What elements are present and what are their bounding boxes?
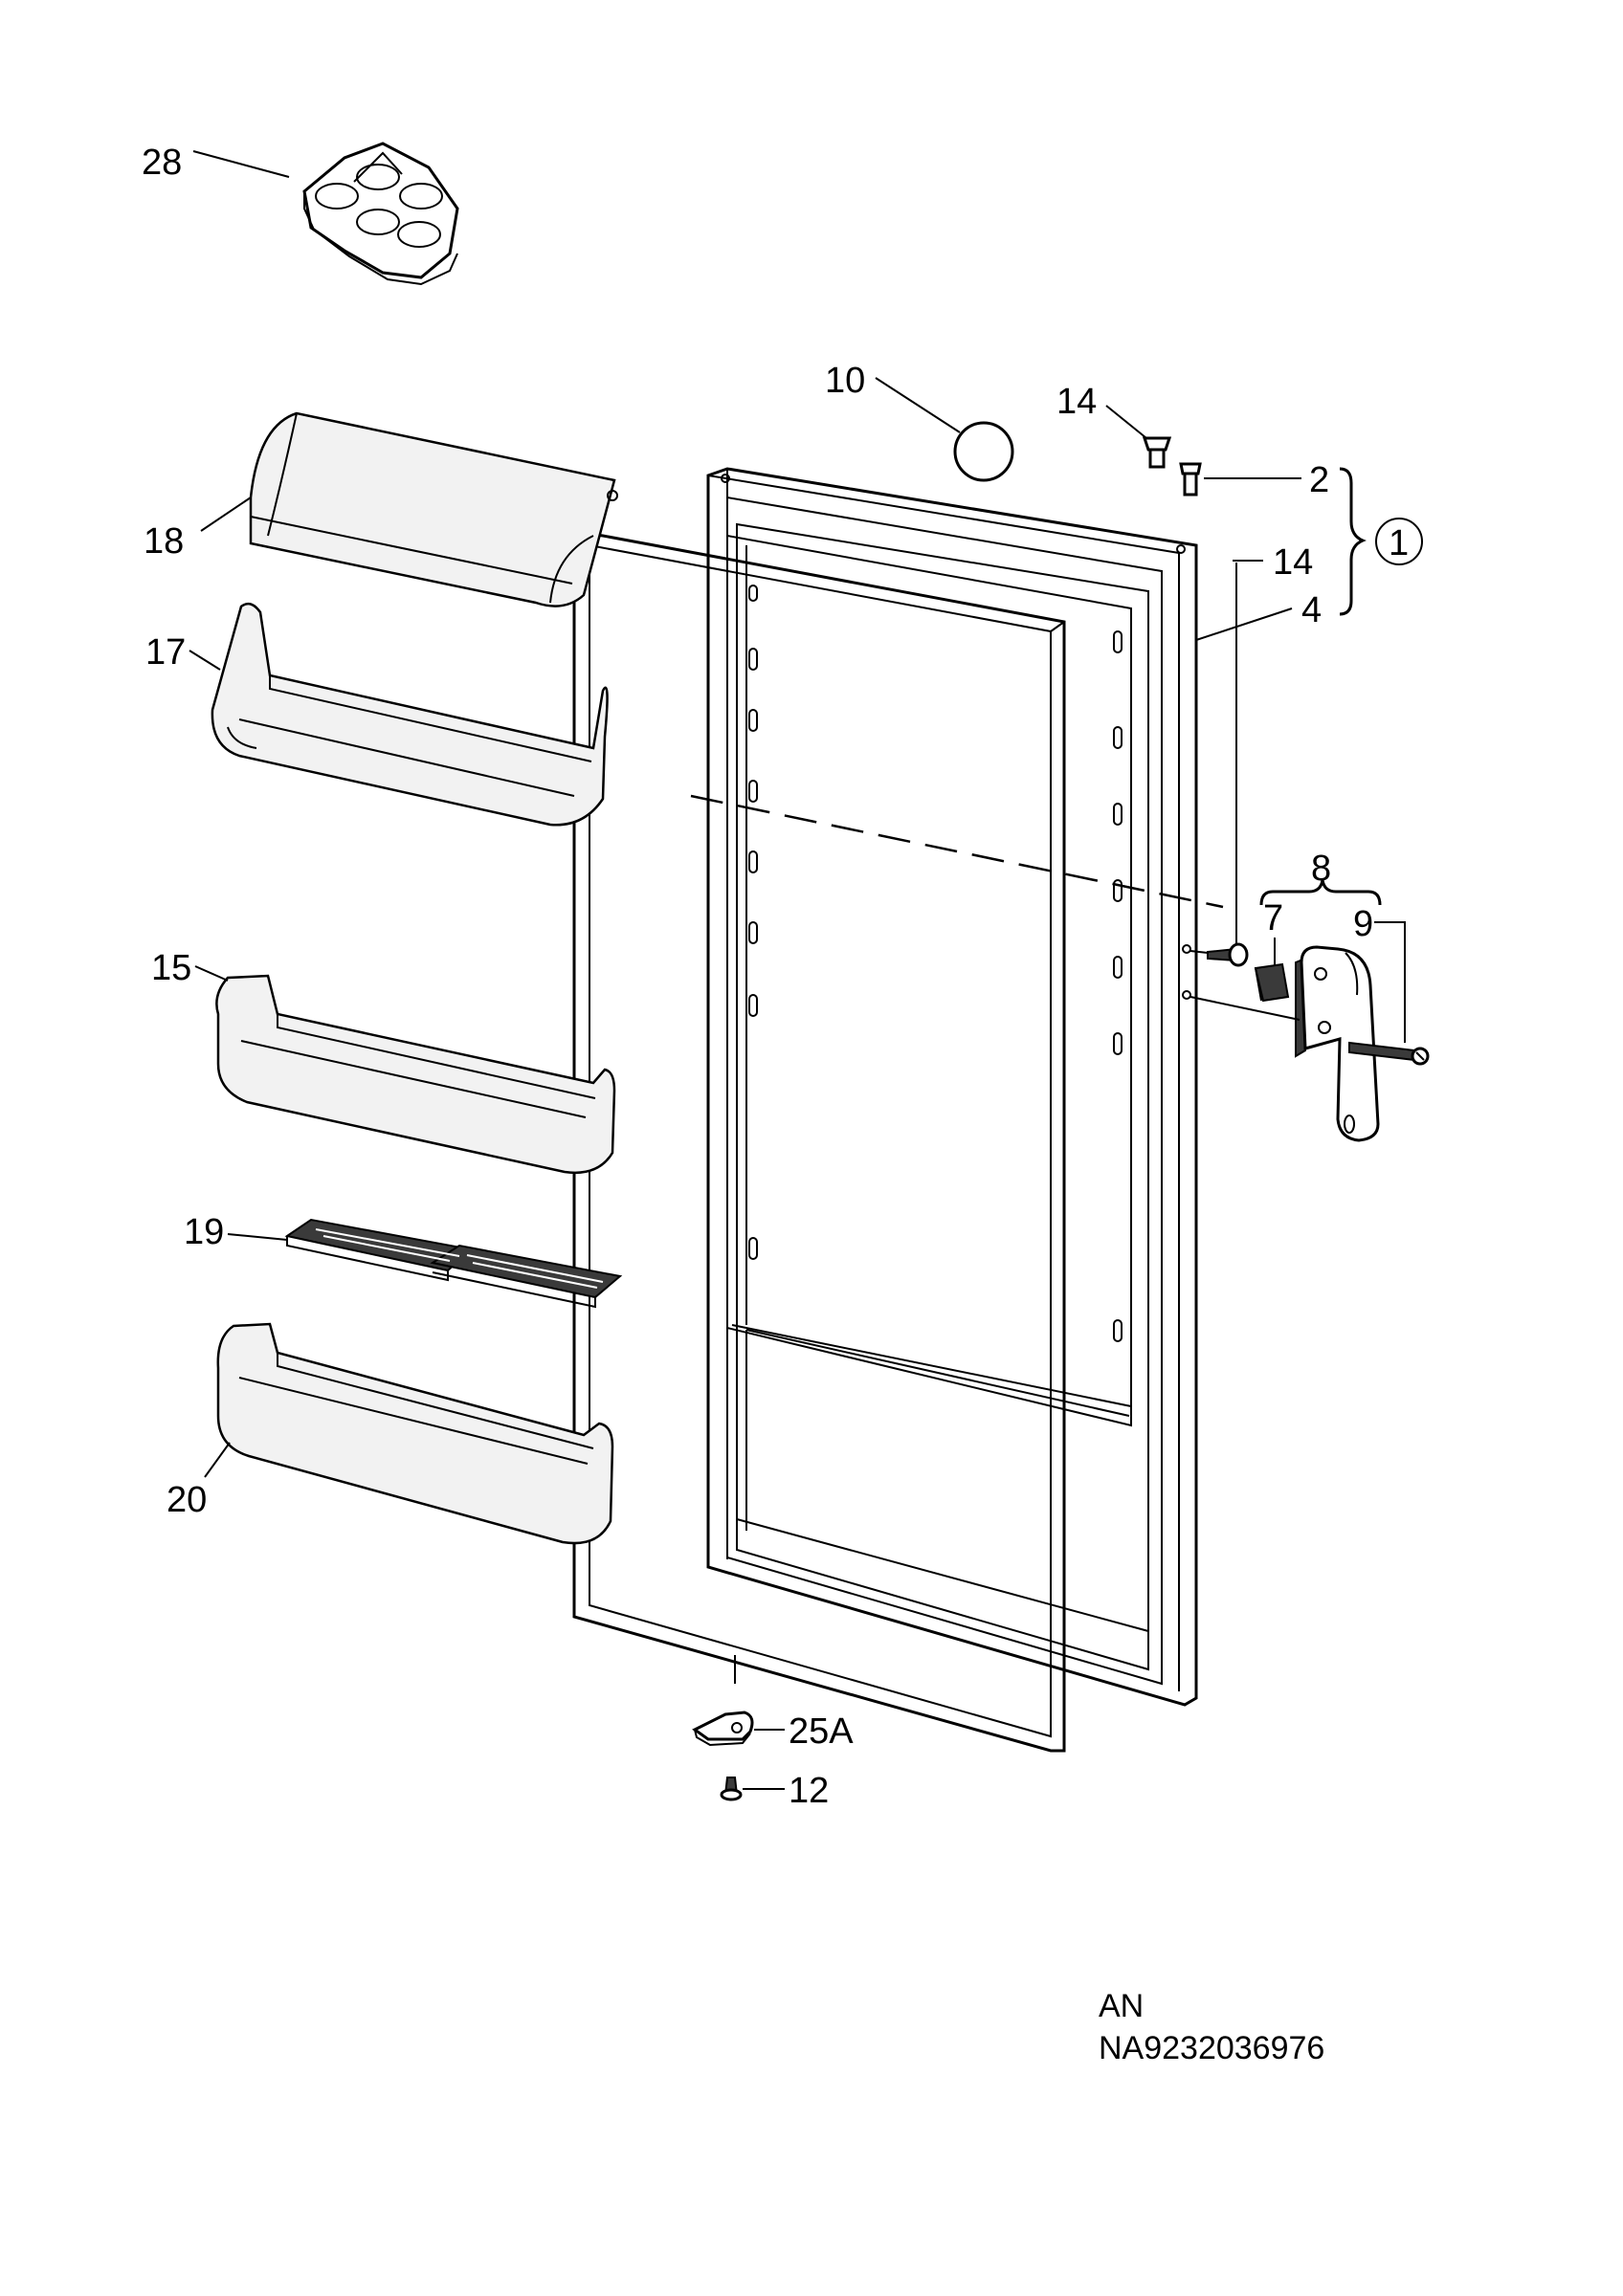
part-19-bottle-rack [284, 1218, 623, 1309]
part-12-screw [720, 1777, 743, 1801]
drawing-code-line1: AN [1099, 1988, 1144, 2024]
label-15: 15 [151, 948, 191, 988]
brace-8-icon [1259, 879, 1382, 906]
part-25a-lower-hinge-plate [692, 1711, 754, 1747]
leader-17 [189, 650, 221, 671]
part-28-egg-tray [302, 142, 459, 286]
part-2-pin [1179, 462, 1202, 497]
leader-19 [227, 1233, 288, 1241]
label-14-top: 14 [1056, 382, 1097, 422]
leader-14-top [1105, 405, 1147, 439]
part-18-dairy-compartment-lid [249, 411, 618, 607]
label-18: 18 [144, 521, 184, 562]
label-7: 7 [1263, 898, 1283, 938]
part-17-upper-door-shelf [211, 602, 609, 827]
alignment-dashed-line [690, 794, 1224, 909]
label-1: 1 [1389, 523, 1409, 563]
part-15-middle-door-shelf [215, 974, 616, 1175]
part-7-handle-clip [1254, 962, 1290, 1003]
label-12: 12 [789, 1771, 829, 1811]
part-9-screw [1348, 1041, 1430, 1066]
leader-28 [192, 150, 290, 178]
label-25a: 25A [789, 1711, 854, 1752]
part-14-hinge-pin-top [1142, 436, 1172, 469]
part-8-door-handle [1295, 945, 1380, 1142]
right-brace-icon [1339, 467, 1367, 616]
part-20-bottom-door-shelf [216, 1322, 614, 1545]
label-2: 2 [1309, 460, 1329, 500]
part-14-handle-screw [1207, 942, 1249, 967]
leader-18 [200, 497, 252, 532]
circled-number-icon [1375, 518, 1423, 565]
label-8: 8 [1311, 849, 1331, 889]
label-17: 17 [145, 632, 186, 673]
door-outer-panel [706, 467, 1198, 1707]
leader-9 [1374, 921, 1406, 1043]
label-4: 4 [1301, 590, 1322, 630]
label-20: 20 [167, 1480, 207, 1520]
leader-10 [875, 377, 961, 433]
part-10-plug [953, 421, 1014, 482]
label-9: 9 [1353, 904, 1373, 944]
leader-15 [194, 965, 229, 982]
label-19: 19 [184, 1212, 224, 1252]
label-14-side: 14 [1273, 542, 1313, 583]
drawing-code-line2: NA9232036976 [1099, 2030, 1324, 2066]
leader-20 [204, 1442, 231, 1478]
label-10: 10 [825, 361, 865, 401]
label-28: 28 [142, 143, 182, 183]
